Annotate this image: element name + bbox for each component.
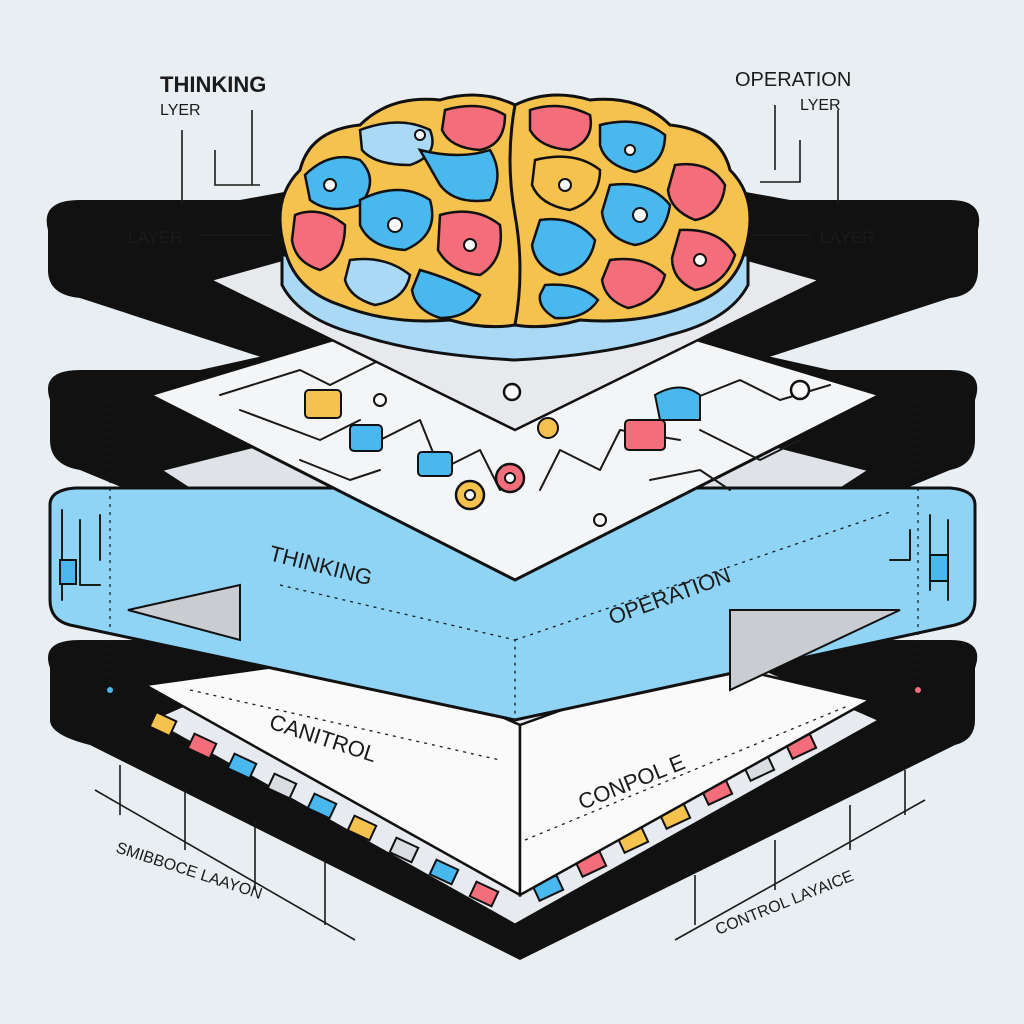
label-thinking-top: THINKING	[160, 72, 266, 97]
leader-lines	[94, 105, 926, 941]
blue-band	[48, 468, 977, 722]
bottom-tile-row-right	[531, 731, 818, 903]
bottom-tile-row-left	[148, 710, 500, 908]
circuit-pattern-icon	[219, 329, 831, 527]
label-layer-left: LAYER	[128, 228, 183, 247]
label-operation-sub: LYER	[800, 97, 841, 114]
control-layer-panel	[141, 653, 874, 898]
brain-icon	[278, 93, 752, 362]
label-layer-right: LAYER	[820, 228, 875, 247]
label-operation-top: OPERATION	[735, 69, 851, 91]
label-bottom-left: SMIBBOCE LAAYON	[114, 840, 264, 903]
operation-circuit-panel	[145, 283, 885, 582]
label-thinking-sub: LYER	[160, 102, 201, 119]
